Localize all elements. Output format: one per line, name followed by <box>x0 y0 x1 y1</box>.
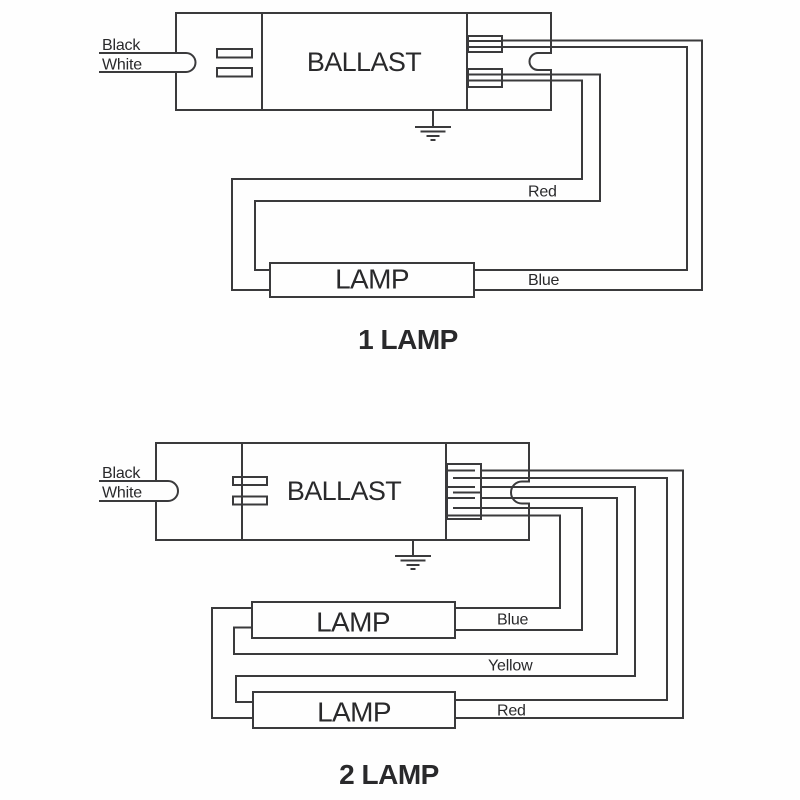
connector-block-upper <box>467 35 503 53</box>
ground-symbol <box>395 540 431 570</box>
lamp-box-top <box>251 601 456 639</box>
diagram-2-texts: Black White BALLAST LAMP LAMP Blue Yello… <box>102 465 533 790</box>
diagram-1-lines <box>99 12 703 298</box>
label-black-wire: Black <box>102 465 141 482</box>
ground-symbol <box>415 110 451 141</box>
input-terminal-bottom <box>216 67 253 78</box>
diagram-2-lamp: Black White BALLAST LAMP LAMP Blue Yello… <box>99 442 684 790</box>
diagram-1-title: 1 LAMP <box>358 324 458 355</box>
input-terminal-top <box>216 48 253 59</box>
label-yellow-wire: Yellow <box>488 658 533 675</box>
label-black-wire: Black <box>102 37 141 54</box>
wire-red-to-lamp <box>231 79 583 291</box>
label-blue-wire: Blue <box>497 612 529 629</box>
wire-red-outer <box>455 469 684 719</box>
wire-yellow-to-lamp2 <box>235 486 636 703</box>
diagram-1-lamp: Black White BALLAST LAMP Red Blue 1 LAMP <box>99 12 703 355</box>
input-cord-loop <box>99 52 197 73</box>
connector-block-lower <box>467 68 503 88</box>
wire-red-inner <box>455 477 668 701</box>
lamp-top-label: LAMP <box>316 607 390 638</box>
ballast-label: BALLAST <box>287 476 401 506</box>
lamp-bottom-label: LAMP <box>317 697 391 728</box>
connector-block-upper-pins <box>468 40 502 48</box>
wire-outer-right-to-lamp <box>474 39 703 291</box>
label-white-wire: White <box>102 485 142 502</box>
ballast-case-outline <box>175 12 552 111</box>
input-cord-loop <box>99 480 179 502</box>
diagram-1-texts: Black White BALLAST LAMP Red Blue 1 LAMP <box>102 37 560 355</box>
input-terminal-bottom <box>232 495 268 506</box>
connector-block-pins <box>447 469 481 517</box>
wire-lamp-to-lamp-left <box>211 607 253 719</box>
label-blue-wire: Blue <box>528 272 560 289</box>
wire-blue-outer <box>455 507 583 631</box>
diagram-2-lines <box>99 442 684 729</box>
input-terminal-top <box>232 476 268 486</box>
lamp-label: LAMP <box>335 264 409 295</box>
diagram-2-title: 2 LAMP <box>339 759 439 790</box>
wire-blue-inner <box>455 514 561 609</box>
label-white-wire: White <box>102 57 142 74</box>
label-red-wire: Red <box>528 184 557 201</box>
connector-block-lower-pins <box>468 73 502 82</box>
ballast-label: BALLAST <box>307 47 421 77</box>
lamp-box-bottom <box>252 691 456 729</box>
wire-blue-to-lamp <box>474 46 688 271</box>
wire-yellow-to-lamp1 <box>233 497 618 655</box>
lamp-box <box>269 262 475 298</box>
wire-left-upper <box>254 73 601 271</box>
ballast-case-outline <box>155 442 530 541</box>
label-red-wire: Red <box>497 703 526 720</box>
